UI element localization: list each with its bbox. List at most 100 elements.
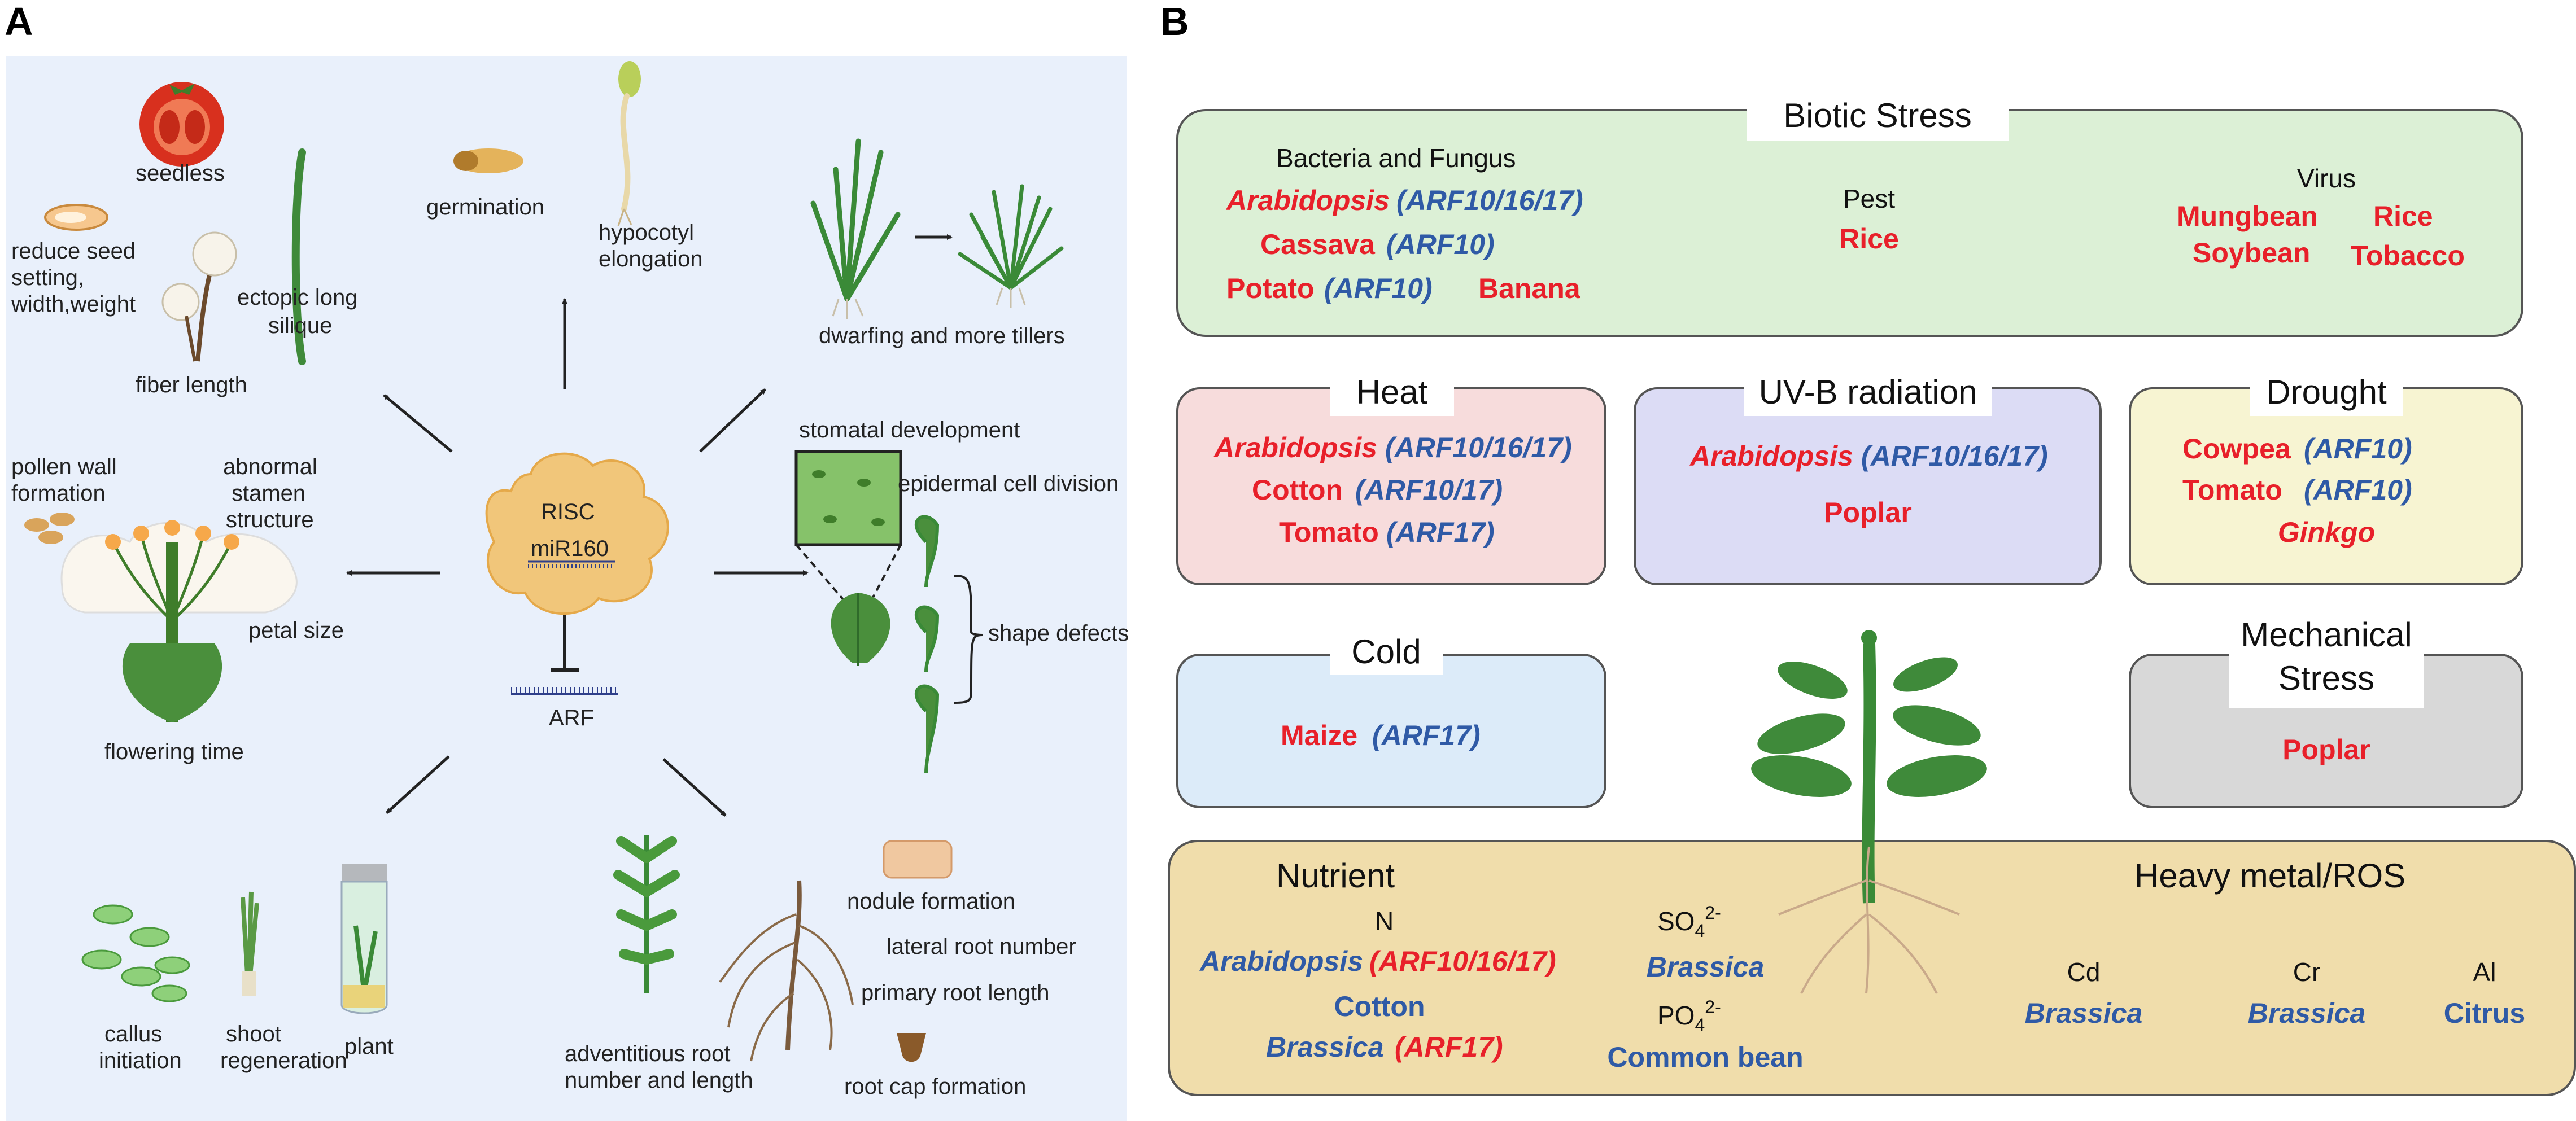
label-epidermal: epidermal cell division	[898, 471, 1119, 496]
cold-r1-genes: (ARF17)	[1372, 720, 1481, 751]
phosphate-subscript: 4	[1695, 1015, 1705, 1035]
label-ectopic-1: ectopic long	[237, 285, 357, 310]
phosphate-superscript: 2-	[1705, 997, 1721, 1017]
adventitious-root-icon	[613, 835, 680, 993]
sulfate-base: SO	[1657, 907, 1695, 936]
drought-r2-species: Tomato	[2182, 474, 2282, 506]
arrow-downright	[662, 758, 727, 817]
label-adventitious-2: number and length	[565, 1068, 753, 1093]
root-cap-icon	[897, 1033, 926, 1062]
heat-title: Heat	[1356, 373, 1428, 411]
label-reduce-seed-2: setting,	[11, 265, 84, 290]
label-plant: plant	[344, 1034, 394, 1059]
rice-plant-icon	[810, 138, 901, 319]
stomata-pattern	[812, 470, 885, 526]
nutrient-title: Nutrient	[1276, 857, 1395, 895]
drought-title: Drought	[2266, 373, 2387, 411]
arrow-upright	[699, 388, 766, 453]
plant-icon	[1751, 630, 1987, 994]
panel-a-letter: A	[5, 0, 33, 43]
pest-header: Pest	[1843, 184, 1895, 213]
nutrient-n3-genes: (ARF17)	[1395, 1031, 1503, 1063]
label-reduce-seed-3: width,weight	[11, 292, 136, 317]
label-stamen-3: structure	[226, 507, 314, 532]
arrow-upleft	[383, 394, 453, 453]
leaf-icon	[831, 593, 890, 666]
panel-b-letter: B	[1160, 0, 1189, 43]
mechanical-title-2: Stress	[2278, 659, 2374, 697]
biotic-virus4: Tobacco	[2351, 240, 2465, 272]
uvb-r1-species: Arabidopsis	[1689, 440, 1853, 472]
biotic-bf2-genes: (ARF10)	[1386, 229, 1495, 260]
mir160-label: miR160	[531, 536, 609, 561]
label-hypocotyl-2: elongation	[599, 247, 703, 272]
uvb-title: UV-B radiation	[1759, 373, 1977, 411]
label-hypocotyl-1: hypocotyl	[599, 220, 694, 245]
label-callus-1: callus	[104, 1022, 162, 1046]
heavy-metal-title: Heavy metal/ROS	[2134, 857, 2405, 895]
nutrient-so4-species: Brassica	[1647, 951, 1765, 983]
label-fiber-length: fiber length	[136, 373, 247, 397]
phosphate-base: PO	[1657, 1001, 1695, 1030]
leaf-variants-icon	[914, 515, 940, 774]
drought-r3-species: Ginkgo	[2278, 516, 2375, 548]
heat-r3-species: Tomato	[1279, 516, 1379, 548]
seedling-icon	[617, 61, 641, 226]
cold-title: Cold	[1351, 633, 1421, 671]
heat-r2-genes: (ARF10/17)	[1355, 474, 1503, 506]
stomata-box	[794, 450, 902, 546]
drought-r1-genes: (ARF10)	[2304, 433, 2412, 465]
label-shoot-1: shoot	[226, 1022, 281, 1046]
callus-cells-icon	[81, 904, 190, 1002]
uvb-r2-species: Poplar	[1824, 497, 1912, 528]
cd-species: Brassica	[2025, 997, 2143, 1029]
mechanical-r1-species: Poplar	[2282, 734, 2370, 765]
uvb-r1-genes: (ARF10/16/17)	[1861, 440, 2048, 472]
biotic-bf3-extra: Banana	[1478, 273, 1581, 304]
cr-header: Cr	[2293, 957, 2321, 987]
biotic-virus2: Rice	[2373, 200, 2433, 232]
mechanical-title-bg	[2229, 612, 2424, 708]
label-stamen-1: abnormal	[223, 454, 317, 479]
label-adventitious-1: adventitious root	[565, 1041, 731, 1066]
label-pollen-2: formation	[11, 481, 106, 506]
biotic-bf2-species: Cassava	[1260, 229, 1376, 260]
nitrogen-header: N	[1375, 907, 1394, 936]
label-callus-2: initiation	[99, 1048, 182, 1073]
sulfate-superscript: 2-	[1705, 903, 1721, 923]
root-system-icon	[719, 880, 854, 1062]
label-seedless: seedless	[136, 161, 225, 186]
heat-r3-genes: (ARF17)	[1386, 516, 1495, 548]
biotic-virus1: Mungbean	[2177, 200, 2318, 232]
seed-icon	[44, 204, 108, 231]
sulfate-subscript: 4	[1695, 921, 1705, 941]
bacteria-fungus-header: Bacteria and Fungus	[1276, 143, 1516, 173]
biotic-bf1-species: Arabidopsis	[1225, 185, 1390, 216]
virus-header: Virus	[2297, 164, 2356, 193]
drought-title-bg	[2250, 370, 2403, 416]
shape-brace	[954, 575, 983, 704]
risc-complex-shape	[485, 452, 669, 615]
sulfate-formula: SO42-	[1657, 903, 1721, 941]
label-reduce-seed-1: reduce seed	[11, 239, 136, 264]
biotic-virus3: Soybean	[2193, 237, 2310, 269]
pollen-icon	[24, 513, 75, 544]
label-dwarfing: dwarfing and more tillers	[819, 323, 1065, 348]
panel-a: A RISC miR160 ARF seedless	[5, 0, 1129, 1121]
label-flowering-time: flowering time	[104, 739, 244, 764]
arf-label: ARF	[549, 706, 594, 730]
label-petal-size: petal size	[248, 618, 344, 643]
label-pollen-1: pollen wall	[11, 454, 117, 479]
label-stomatal: stomatal development	[799, 418, 1020, 443]
label-root-cap: root cap formation	[844, 1074, 1026, 1099]
label-shape-defects: shape defects	[988, 621, 1129, 646]
label-stamen-2: stamen	[232, 481, 305, 506]
label-ectopic-2: silique	[268, 313, 332, 338]
cold-title-bg	[1330, 629, 1443, 675]
biotic-bf3-genes: (ARF10)	[1324, 273, 1433, 304]
nutrient-po4-species: Common bean	[1607, 1041, 1803, 1073]
nutrient-n1-species: Arabidopsis	[1199, 945, 1363, 977]
al-header: Al	[2473, 957, 2496, 987]
label-shoot-2: regeneration	[220, 1048, 347, 1073]
